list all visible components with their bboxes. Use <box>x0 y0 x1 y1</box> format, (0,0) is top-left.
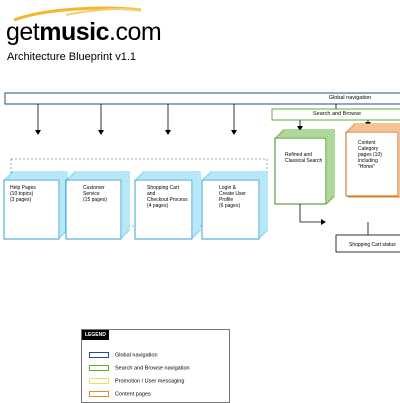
customer-service-line-2: Service <box>83 191 100 197</box>
page-subtitle: Architecture Blueprint v1.1 <box>7 51 137 63</box>
help-pages-line-2: (10 topics) <box>10 191 34 197</box>
login-line-3: Profile <box>219 197 234 203</box>
login-label: Login & Create User Profile (6 pages) <box>219 185 246 209</box>
legend-swatch-content <box>89 391 109 397</box>
refined-search-label: Refined and Classical Search <box>285 152 322 164</box>
login-line-1: Login & <box>219 185 236 191</box>
global-navigation-label: Global navigation <box>328 95 372 101</box>
legend-item-search-browse: Search and Browse navigation <box>89 365 190 371</box>
arrow-customer <box>98 130 104 135</box>
search-browse-bar <box>271 108 400 121</box>
customer-service-line-1: Customer <box>83 185 105 191</box>
legend-label-content: Content pages <box>115 391 151 398</box>
shopping-cart-status-box <box>335 234 400 253</box>
legend-item-global-navigation: Global navigation <box>89 352 158 358</box>
customer-service-line-3: (15 pages) <box>83 197 107 203</box>
arrow-shopping <box>165 130 171 135</box>
help-pages-line-3: (3 pages) <box>10 197 32 203</box>
global-navigation-bar <box>4 92 400 105</box>
shopping-cart-line-3: Checkout Process <box>147 197 188 203</box>
content-category-label: Content Category pages (10) including "H… <box>358 140 382 170</box>
legend: LEGEND Global navigation Search and Brow… <box>81 329 230 403</box>
legend-item-content: Content pages <box>89 391 151 397</box>
legend-label-promotion: Promotion / User messaging <box>115 378 185 385</box>
legend-label-global: Global navigation <box>115 352 158 359</box>
logo-dotcom: .com <box>109 18 162 46</box>
shopping-cart-status-label: Shopping Cart status <box>349 242 396 248</box>
legend-swatch-search <box>89 365 109 371</box>
arrow-status <box>321 219 326 225</box>
content-category-line-2: Category <box>358 146 379 152</box>
legend-swatch-promotion <box>89 378 109 384</box>
login-line-4: (6 pages) <box>219 203 241 209</box>
logo-swoosh <box>13 6 142 22</box>
refined-search-stack <box>274 129 335 205</box>
legend-item-promotion: Promotion / User messaging <box>89 378 184 384</box>
login-stack <box>201 171 268 240</box>
shopping-cart-line-1: Shopping Cart <box>147 185 179 191</box>
legend-title: LEGEND <box>82 330 109 340</box>
customer-service-stack <box>65 171 130 240</box>
shopping-cart-line-2: and <box>147 191 156 197</box>
arrow-help <box>35 130 41 135</box>
search-browse-label: Search and Browse <box>313 111 361 117</box>
refined-search-line-2: Classical Search <box>285 158 323 164</box>
shopping-cart-stack <box>134 171 201 240</box>
content-category-line-5: "Home" <box>358 164 375 170</box>
help-pages-line-1: Help Pages <box>10 185 36 191</box>
login-line-2: Create User <box>219 191 246 197</box>
help-pages-label: Help Pages (10 topics) (3 pages) <box>10 185 36 203</box>
shopping-cart-line-4: (4 pages) <box>147 203 169 209</box>
refined-search-line-1: Refined and <box>285 152 312 158</box>
legend-label-search: Search and Browse navigation <box>115 365 190 372</box>
logo-music: music <box>39 18 110 46</box>
logo-get: get <box>6 18 40 46</box>
help-pages-stack <box>3 171 68 240</box>
shopping-cart-label: Shopping Cart and Checkout Process (4 pa… <box>147 185 188 209</box>
content-category-line-3: pages (10) <box>358 152 382 158</box>
arrow-refined <box>297 126 303 131</box>
content-category-stack <box>345 123 400 198</box>
legend-swatch-global <box>89 352 109 358</box>
customer-service-label: Customer Service (15 pages) <box>83 185 107 203</box>
content-category-line-4: including <box>358 158 378 164</box>
getmusic-logo: getmusic.com <box>6 18 162 47</box>
content-category-line-1: Content <box>358 140 376 146</box>
arrow-login <box>231 130 237 135</box>
